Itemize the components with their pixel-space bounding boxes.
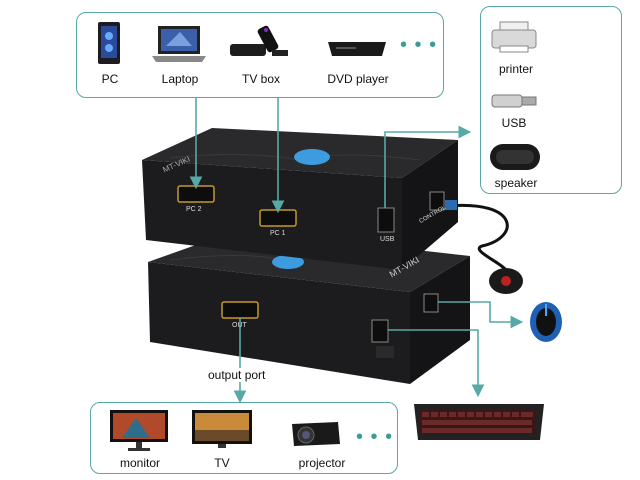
port-label-usb: USB: [380, 236, 395, 243]
remote-cable: [447, 203, 509, 272]
source-label-pc: PC: [101, 72, 119, 86]
dvd-player-icon: [328, 42, 386, 56]
line-mouse: [438, 301, 524, 329]
vent-grille: [376, 346, 394, 358]
laptop-icon: [152, 26, 206, 62]
output-port-label: output port: [206, 368, 268, 382]
usb-port-keyboard: [371, 319, 389, 343]
source-label-dvd-player: DVD player: [327, 72, 389, 86]
projector-icon: [292, 422, 340, 446]
line-keyboard: [388, 329, 485, 398]
port-label-pc1: PC 1: [270, 230, 286, 237]
sources-more-indicator: • • •: [400, 34, 438, 56]
source-label-tv-box: TV box: [241, 72, 280, 86]
usb-drive-icon: [491, 94, 537, 108]
mouse-icon: [530, 302, 562, 342]
peripheral-label-printer: printer: [498, 62, 533, 76]
output-label-tv: TV: [214, 456, 230, 470]
monitor-icon: [110, 410, 168, 451]
keyboard-icon: [414, 404, 544, 440]
printer-icon: [491, 21, 537, 53]
switch-top-button: [294, 149, 330, 165]
output-label-monitor: monitor: [119, 456, 160, 470]
hdmi-out-port: [221, 301, 259, 319]
port-label-pc2: PC 2: [186, 206, 202, 213]
control-port: [429, 191, 445, 211]
peripheral-label-usb: USB: [501, 116, 527, 130]
line-usb: [384, 125, 472, 208]
outputs-more-indicator: • • •: [356, 426, 394, 448]
control-plug: [445, 200, 457, 210]
tv-box-icon: [230, 25, 288, 56]
speaker-icon: [490, 144, 540, 170]
usb-port-top: [377, 207, 395, 233]
hdmi-pc2-port: [177, 185, 215, 203]
peripheral-label-speaker: speaker: [494, 176, 538, 190]
output-label-projector: projector: [298, 456, 346, 470]
port-label-out: OUT: [232, 322, 247, 329]
source-label-laptop: Laptop: [161, 72, 199, 86]
wired-remote-button: [501, 276, 511, 286]
tv-icon: [192, 410, 252, 448]
switch-bottom-button: [272, 255, 304, 269]
pc-tower-icon: [98, 22, 120, 64]
usb-port-mouse: [423, 293, 439, 313]
hdmi-pc1-port: [259, 209, 297, 227]
